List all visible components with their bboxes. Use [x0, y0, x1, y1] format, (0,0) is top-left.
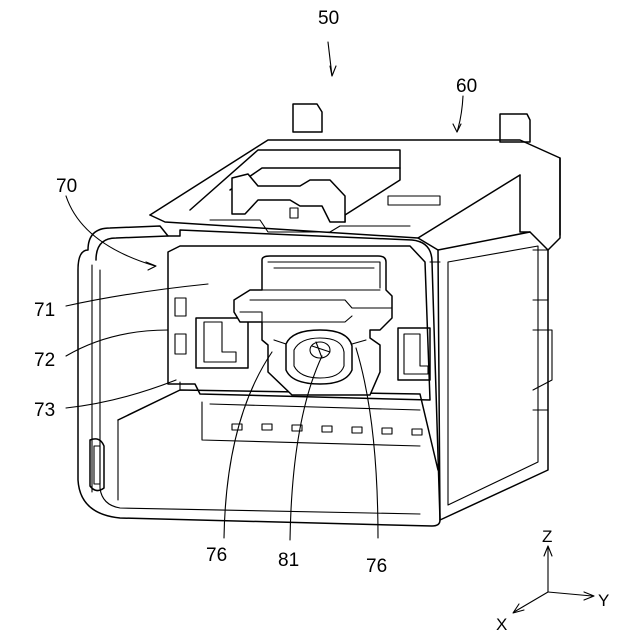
label-50: 50	[318, 8, 339, 29]
label-76-left: 76	[206, 545, 227, 566]
label-72: 72	[34, 350, 55, 371]
axis-indicator: Z Y X	[496, 527, 609, 634]
axis-x-label: X	[496, 615, 507, 634]
label-60: 60	[456, 76, 477, 97]
label-71: 71	[34, 300, 55, 321]
axis-z-label: Z	[542, 527, 552, 546]
axis-y-label: Y	[598, 591, 609, 610]
top-lugs	[293, 104, 530, 142]
central-lock-block	[234, 256, 392, 395]
label-76-right: 76	[366, 556, 387, 577]
label-70: 70	[56, 176, 77, 197]
top-latch	[190, 150, 440, 232]
label-73: 73	[34, 400, 55, 421]
label-81: 81	[278, 550, 299, 571]
